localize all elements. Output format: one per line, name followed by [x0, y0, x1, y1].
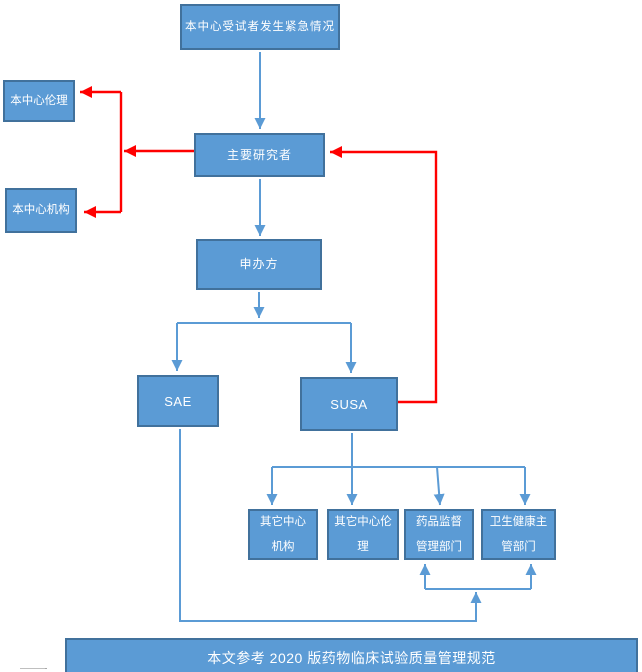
node-health-authority: 卫生健康主 管部门	[481, 509, 556, 560]
node-center-ethics: 本中心伦理	[3, 80, 75, 122]
connector-to-drug-admin	[433, 466, 445, 506]
node-drug-administration: 药品监督 管理部门	[404, 509, 474, 560]
node-sae: SAE	[137, 375, 219, 427]
page-artifact-line	[20, 668, 47, 669]
node-other-center-ethics: 其它中心伦 理	[327, 509, 399, 560]
node-center-institution: 本中心机构	[5, 188, 77, 233]
node-other-center-institution: 其它中心 机构	[248, 509, 318, 560]
connector-susa-to-pi	[330, 146, 438, 404]
node-sponsor: 申办方	[196, 239, 322, 290]
node-susa: SUSA	[300, 377, 398, 431]
node-principal-investigator: 主要研究者	[194, 133, 325, 177]
footer-reference-banner: 本文参考 2020 版药物临床试验质量管理规范	[65, 638, 638, 672]
node-emergency-event: 本中心受试者发生紧急情况	[180, 4, 340, 50]
